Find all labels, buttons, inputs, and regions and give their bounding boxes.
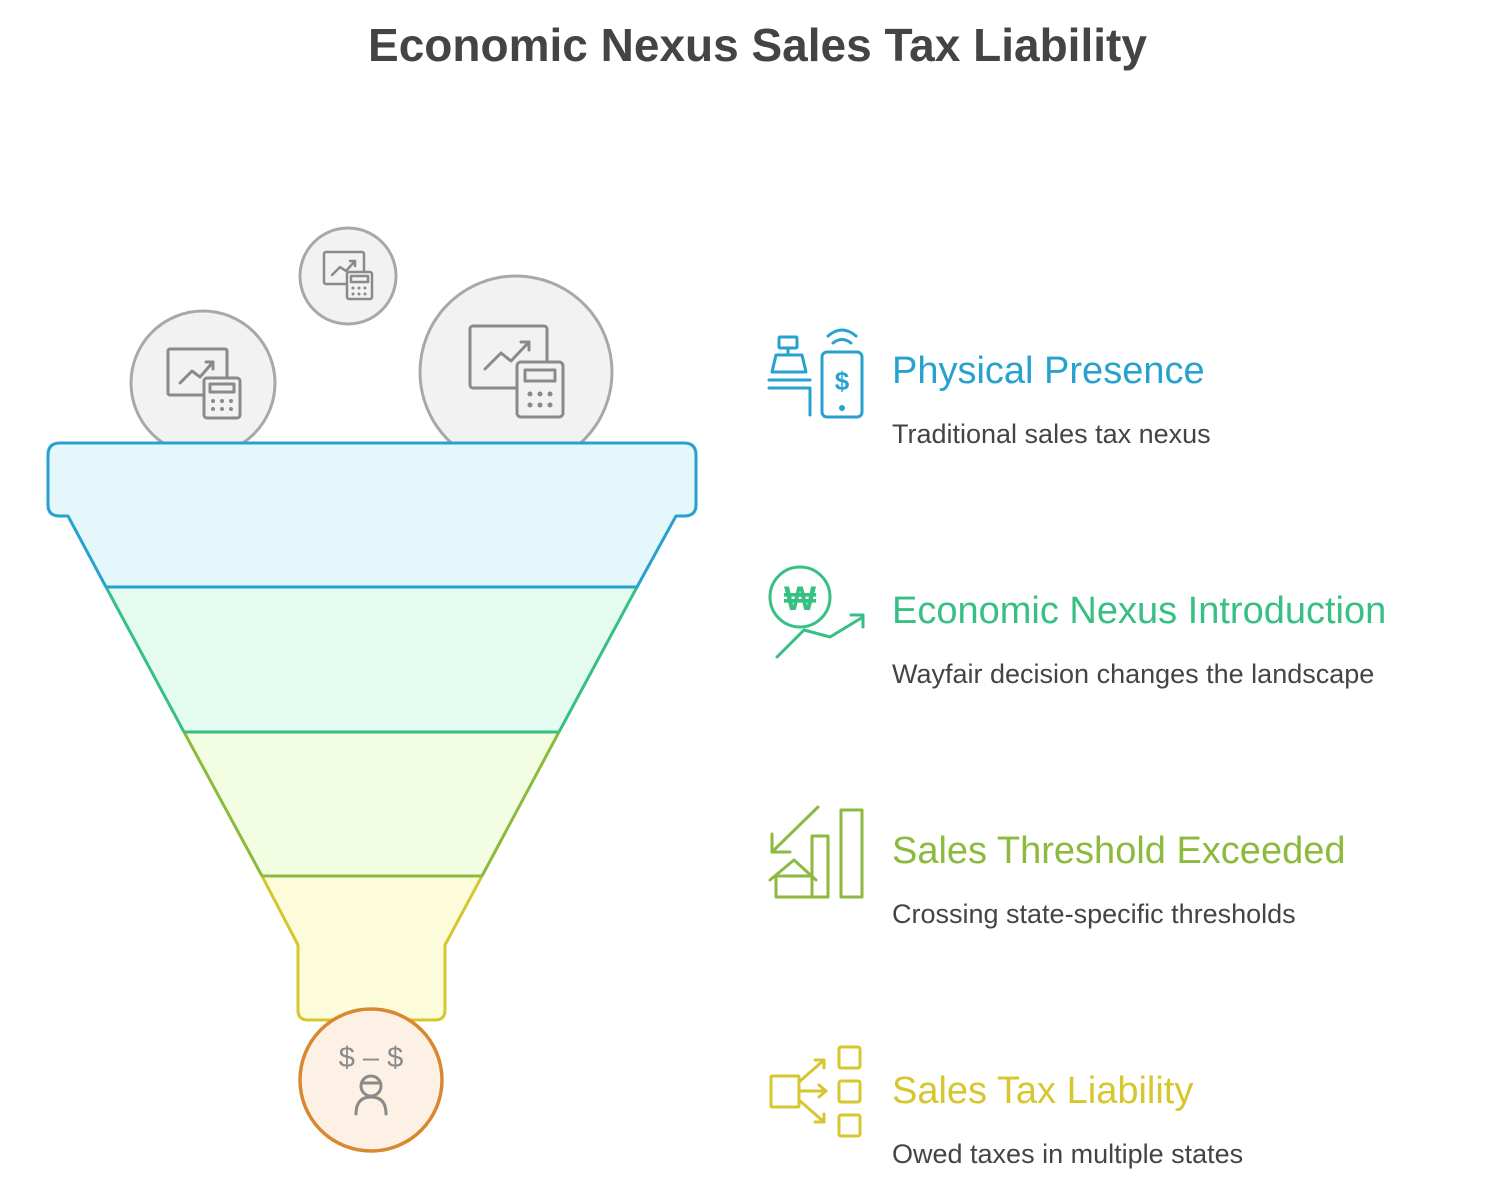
funnel-stage-2 — [104, 586, 639, 733]
page-title: Economic Nexus Sales Tax Liability — [368, 19, 1147, 71]
svg-text:₩: ₩ — [784, 580, 817, 618]
chart-calculator-icon — [468, 324, 565, 419]
won-trend-icon: ₩ — [768, 565, 865, 659]
stage-title: Sales Tax Liability — [892, 1070, 1194, 1112]
svg-text:$: $ — [835, 366, 850, 396]
stage-title: Physical Presence — [892, 350, 1205, 392]
bubble-small — [298, 226, 398, 326]
distribution-icon — [769, 1045, 862, 1138]
house-bars-icon — [768, 805, 864, 899]
bubble-left — [129, 309, 277, 457]
funnel-stage-3 — [182, 731, 561, 877]
bubble-bottom: $ – $ — [298, 1007, 444, 1153]
chart-calculator-icon — [322, 250, 374, 301]
stage-description: Wayfair decision changes the landscape — [892, 659, 1375, 689]
chart-calculator-icon — [166, 347, 242, 420]
stage-title: Sales Threshold Exceeded — [892, 830, 1346, 872]
stage-physical-presence: Physical Presence Traditional sales tax … — [892, 348, 1211, 450]
stage-description: Crossing state-specific thresholds — [892, 899, 1296, 929]
stage-description: Traditional sales tax nexus — [892, 419, 1211, 449]
stage-sales-threshold-exceeded: Sales Threshold Exceeded Crossing state-… — [892, 828, 1345, 930]
svg-text:$ – $: $ – $ — [339, 1042, 404, 1074]
stage-sales-tax-liability: Sales Tax Liability Owed taxes in multip… — [892, 1068, 1243, 1170]
funnel-stage-1 — [46, 441, 698, 589]
cash-register-phone-icon: $ — [767, 328, 864, 419]
funnel-stage-4 — [260, 875, 484, 1022]
bubble-right — [418, 274, 614, 470]
stage-economic-nexus-introduction: Economic Nexus Introduction Wayfair deci… — [892, 588, 1386, 690]
stage-description: Owed taxes in multiple states — [892, 1139, 1244, 1169]
dollar-person-icon: $ – $ — [339, 1042, 404, 1116]
stage-title: Economic Nexus Introduction — [892, 590, 1387, 632]
